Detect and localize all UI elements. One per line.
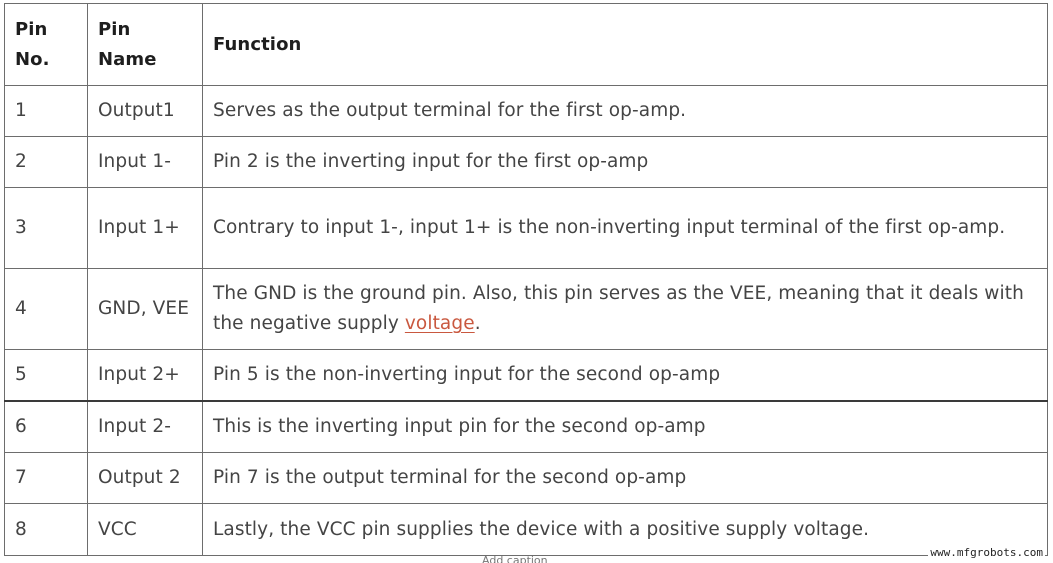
pin-function: The GND is the ground pin. Also, this pi…: [202, 268, 1048, 350]
pin-name: Input 1+: [87, 187, 203, 269]
header-pin-name-line2: Name: [98, 48, 157, 70]
header-pin-name-line1: Pin: [98, 18, 131, 40]
pin-number: 5: [4, 349, 88, 402]
pin-function-text: The GND is the ground pin. Also, this pi…: [213, 283, 1024, 334]
table-header-row: Pin No. Pin Name Function: [4, 3, 1048, 86]
table-row: 2 Input 1- Pin 2 is the inverting input …: [4, 136, 1048, 188]
table-row: 6 Input 2- This is the inverting input p…: [4, 400, 1048, 453]
pin-name: Output 2: [87, 452, 203, 504]
header-function: Function: [202, 3, 1048, 86]
header-pin-no-line2: No.: [15, 48, 50, 70]
header-pin-no: Pin No.: [4, 3, 88, 86]
pin-name: VCC: [87, 503, 203, 556]
pin-number: 4: [4, 268, 88, 350]
voltage-link[interactable]: voltage: [404, 313, 475, 334]
pin-function: Contrary to input 1-, input 1+ is the no…: [202, 187, 1048, 269]
pin-number: 6: [4, 400, 88, 453]
pin-function: Pin 2 is the inverting input for the fir…: [202, 136, 1048, 188]
table-row: 8 VCC Lastly, the VCC pin supplies the d…: [4, 503, 1048, 556]
watermark-text: www.mfgrobots.com: [928, 546, 1045, 559]
header-pin-name: Pin Name: [87, 3, 203, 86]
pin-function: This is the inverting input pin for the …: [202, 400, 1048, 453]
table-row: 5 Input 2+ Pin 5 is the non-inverting in…: [4, 349, 1048, 402]
table-row: 3 Input 1+ Contrary to input 1-, input 1…: [4, 187, 1048, 269]
table-caption: Add caption: [482, 556, 548, 563]
pin-name: Input 1-: [87, 136, 203, 188]
pin-number: 2: [4, 136, 88, 188]
pin-function: Pin 7 is the output terminal for the sec…: [202, 452, 1048, 504]
pin-number: 7: [4, 452, 88, 504]
pin-number: 8: [4, 503, 88, 556]
pin-function: Serves as the output terminal for the fi…: [202, 85, 1048, 137]
pin-name: Input 2+: [87, 349, 203, 402]
pin-function-text-end: .: [474, 313, 481, 334]
pin-function: Pin 5 is the non-inverting input for the…: [202, 349, 1048, 402]
pin-number: 1: [4, 85, 88, 137]
table-row: 7 Output 2 Pin 7 is the output terminal …: [4, 452, 1048, 504]
table-row: 1 Output1 Serves as the output terminal …: [4, 85, 1048, 137]
header-pin-no-line1: Pin: [15, 18, 48, 40]
pin-number: 3: [4, 187, 88, 269]
pin-name: GND, VEE: [87, 268, 203, 350]
pin-name: Input 2-: [87, 400, 203, 453]
pin-function: Lastly, the VCC pin supplies the device …: [202, 503, 1048, 556]
pin-name: Output1: [87, 85, 203, 137]
pin-table: Pin No. Pin Name Function 1 Output1 Serv…: [4, 3, 1048, 556]
table-row: 4 GND, VEE The GND is the ground pin. Al…: [4, 268, 1048, 350]
